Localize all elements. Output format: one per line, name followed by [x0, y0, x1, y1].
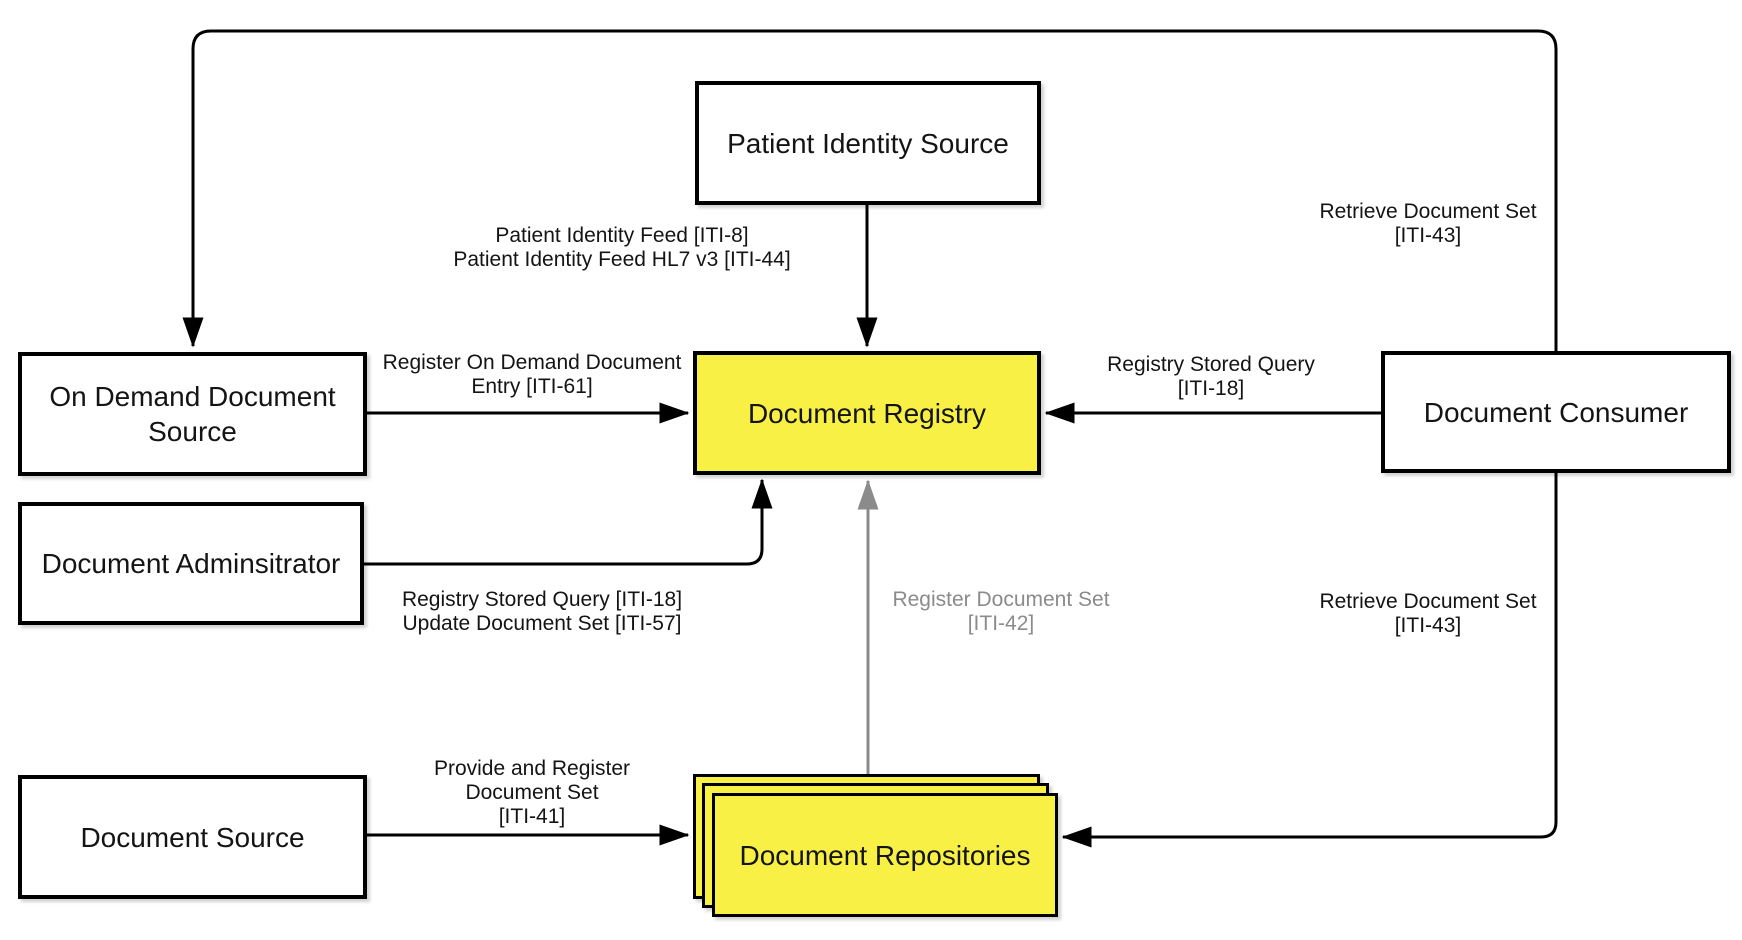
edge-retrieve-document-set-top — [182, 29, 1558, 351]
label-registry-stored-query-update: Registry Stored Query [ITI-18] Update Do… — [401, 588, 683, 635]
label-retrieve-document-set-top: Retrieve Document Set [ITI-43] — [1319, 200, 1537, 247]
box-patient-identity-source: Patient Identity Source — [695, 81, 1041, 205]
label-provide-and-register: Provide and Register Document Set [ITI-4… — [433, 757, 631, 828]
box-document-repositories: Document Repositories — [712, 793, 1058, 917]
label-register-on-demand-entry: Register On Demand Document Entry [ITI-6… — [382, 351, 682, 398]
box-document-source: Document Source — [18, 775, 367, 899]
label-patient-identity-feed: Patient Identity Feed [ITI-8] Patient Id… — [453, 224, 791, 271]
edge-registry-stored-query-update — [364, 478, 773, 566]
box-document-consumer: Document Consumer — [1381, 351, 1731, 473]
edge-retrieve-document-set-right — [1061, 473, 1558, 848]
box-on-demand-document-source: On Demand Document Source — [18, 352, 367, 476]
box-document-registry: Document Registry — [693, 351, 1041, 475]
label-retrieve-document-set-right: Retrieve Document Set [ITI-43] — [1319, 590, 1537, 637]
label-register-document-set: Register Document Set [ITI-42] — [892, 588, 1110, 635]
label-registry-stored-query: Registry Stored Query [ITI-18] — [1107, 353, 1315, 400]
box-document-administrator: Document Adminsitrator — [18, 502, 364, 625]
